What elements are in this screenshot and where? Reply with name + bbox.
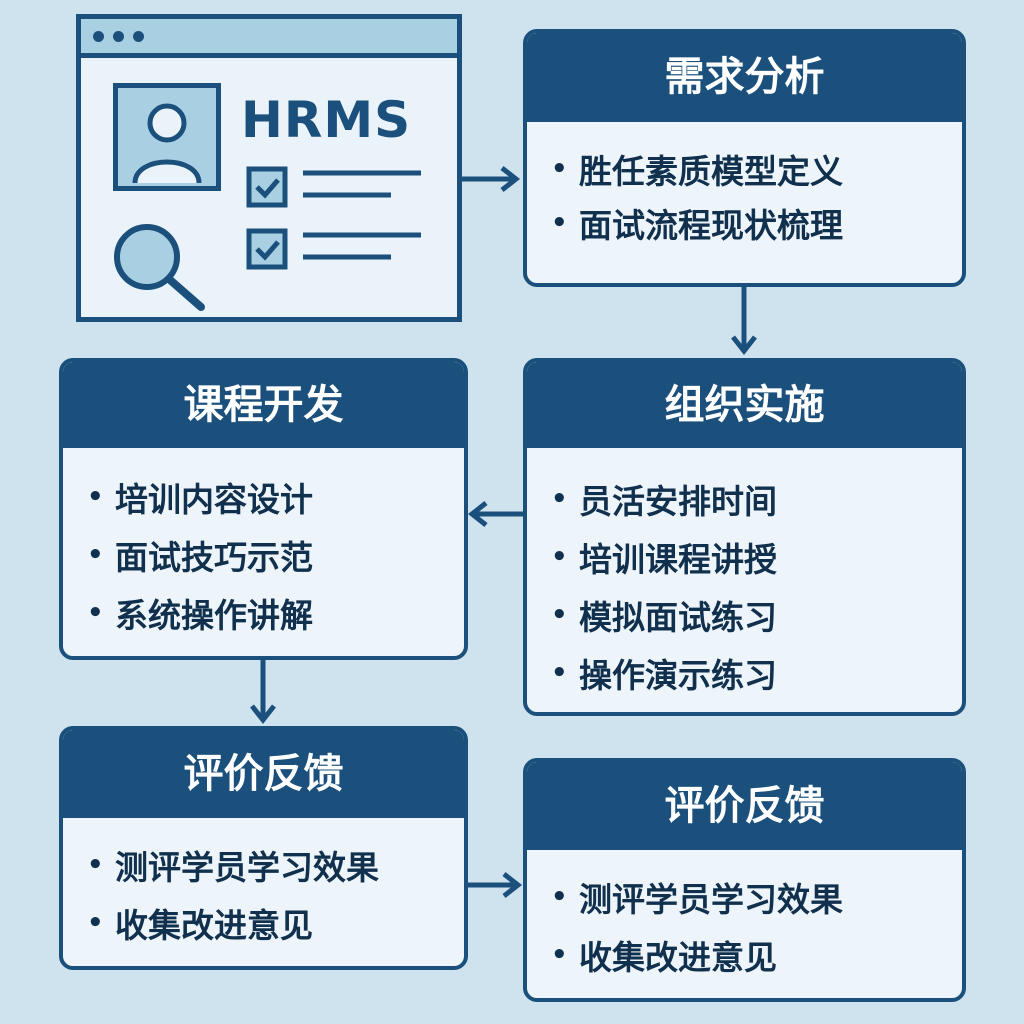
list-item: •培训内容设计 <box>87 468 464 526</box>
arrow-right-icon <box>468 872 523 898</box>
hrms-window-illustration: HRMS <box>76 14 462 322</box>
list-item-label: 面试技巧示范 <box>115 538 313 577</box>
list-item: •胜任素质模型定义 <box>551 142 962 196</box>
list-item-label: 收集改进意见 <box>115 906 313 945</box>
list-item-label: 培训课程讲授 <box>579 540 777 579</box>
list-item: •操作演示练习 <box>551 644 962 702</box>
card-title: 课程开发 <box>63 362 464 448</box>
list-item-label: 测评学员学习效果 <box>579 880 843 919</box>
window-dot-icon <box>113 30 124 42</box>
list-item-label: 胜任素质模型定义 <box>579 152 843 191</box>
list-item-label: 操作演示练习 <box>579 656 777 695</box>
arrow-right-icon <box>462 166 521 192</box>
user-profile-icon <box>113 83 221 191</box>
list-item: •收集改进意见 <box>87 894 464 952</box>
organize-implement-card: 组织实施 •员活安排时间 •培训课程讲授 •模拟面试练习 •操作演示练习 <box>523 358 966 716</box>
list-item: •测评学员学习效果 <box>551 868 962 926</box>
list-item-label: 测评学员学习效果 <box>115 848 379 887</box>
card-title: 需求分析 <box>527 33 962 122</box>
list-item: •收集改进意见 <box>551 926 962 984</box>
window-titlebar <box>81 19 457 58</box>
needs-analysis-card: 需求分析 •胜任素质模型定义 •面试流程现状梳理 <box>523 29 966 287</box>
list-item: •面试技巧示范 <box>87 526 464 584</box>
checklist-icon <box>246 166 421 270</box>
window-dot-icon <box>93 30 104 42</box>
list-item-label: 员活安排时间 <box>579 482 777 521</box>
card-title: 组织实施 <box>527 362 962 448</box>
arrow-left-icon <box>467 501 524 527</box>
evaluation-feedback-card-right: 评价反馈 •测评学员学习效果 •收集改进意见 <box>523 758 966 1002</box>
list-item-label: 收集改进意见 <box>579 938 777 977</box>
card-title: 评价反馈 <box>527 762 962 850</box>
list-item: •培训课程讲授 <box>551 528 962 586</box>
list-item: •模拟面试练习 <box>551 586 962 644</box>
card-title: 评价反馈 <box>63 730 464 818</box>
list-item: •测评学员学习效果 <box>87 836 464 894</box>
list-item: •系统操作讲解 <box>87 584 464 642</box>
list-item-label: 面试流程现状梳理 <box>579 206 843 245</box>
list-item-label: 模拟面试练习 <box>579 598 777 637</box>
course-development-card: 课程开发 •培训内容设计 •面试技巧示范 •系统操作讲解 <box>59 358 468 660</box>
list-item: •面试流程现状梳理 <box>551 196 962 250</box>
list-item-label: 培训内容设计 <box>115 480 313 519</box>
arrow-down-icon <box>250 660 276 725</box>
list-item: •员活安排时间 <box>551 470 962 528</box>
arrow-down-icon <box>731 287 757 356</box>
hrms-title: HRMS <box>241 91 412 149</box>
magnifier-icon <box>114 224 205 311</box>
window-dot-icon <box>133 30 144 42</box>
evaluation-feedback-card-left: 评价反馈 •测评学员学习效果 •收集改进意见 <box>59 726 468 970</box>
list-item-label: 系统操作讲解 <box>115 596 313 635</box>
